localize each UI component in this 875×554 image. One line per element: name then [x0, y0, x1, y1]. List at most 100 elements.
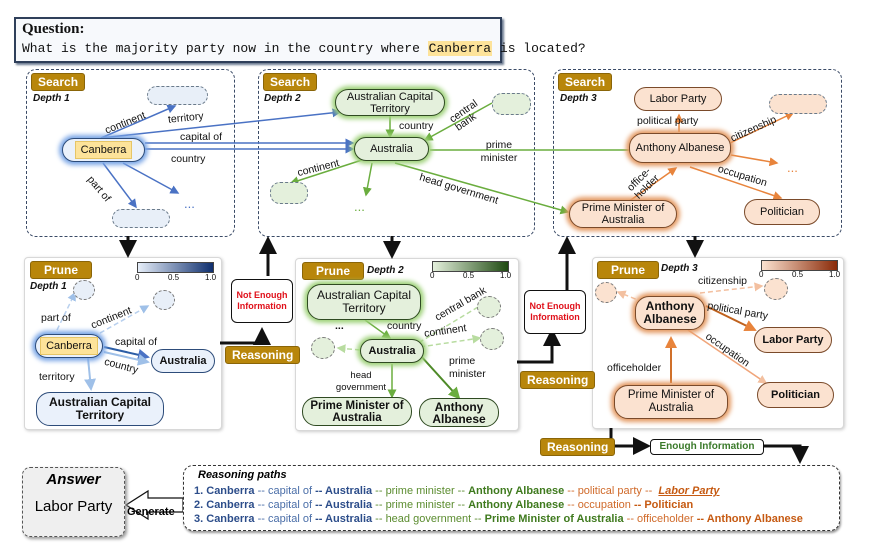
- path-number: 3.: [194, 513, 204, 525]
- scale-tick-mid: 0.5: [168, 273, 180, 282]
- question-title: Question:: [22, 21, 85, 37]
- depth-label-1: Depth 1: [33, 93, 70, 104]
- ghost-node: [769, 94, 827, 114]
- node-australia: Australia: [354, 137, 429, 161]
- ghost-node: [147, 86, 208, 105]
- path-relation: -- prime minister --: [372, 499, 469, 511]
- reasoning-tag-3: Reasoning: [540, 438, 616, 456]
- node-politician: Politician: [757, 382, 834, 408]
- rel-capital-of: capital of: [115, 336, 158, 348]
- reasoning-tag-2: Reasoning: [520, 371, 596, 389]
- canberra-label: Canberra: [74, 141, 133, 159]
- prune-tag-2: Prune: [302, 262, 364, 280]
- path-number: 1.: [194, 485, 204, 497]
- reasoning-paths-title: Reasoning paths: [198, 469, 287, 481]
- path-relation: -- prime minister --: [372, 485, 469, 497]
- pruned-node: [311, 337, 335, 359]
- node-labor-party: Labor Party: [634, 87, 722, 111]
- path-relation: -- head government --: [372, 513, 485, 525]
- node-canberra: Canberra: [62, 138, 145, 162]
- node-canberra: Canberra: [35, 334, 103, 358]
- path-entity: -- Anthony Albanese: [696, 513, 803, 525]
- node-pm-australia: Prime Minister of Australia: [569, 200, 677, 228]
- scale-tick-min: 0: [430, 271, 435, 280]
- pruned-node: [477, 296, 501, 318]
- answer-box: Answer Labor Party: [22, 467, 125, 537]
- not-enough-info-1: Not Enough Information: [231, 279, 293, 323]
- question-box: Question: What is the majority party now…: [14, 17, 586, 63]
- color-scale-blue: [137, 262, 214, 273]
- search-panel-depth1: [26, 69, 235, 237]
- node-albanese: Anthony Albanese: [419, 398, 499, 427]
- depth-label-3: Depth 3: [661, 263, 698, 274]
- depth-label-2: Depth 2: [264, 93, 301, 104]
- ellipsis: ...: [335, 320, 344, 332]
- ghost-node: [492, 93, 531, 115]
- rel-territory: territory: [39, 371, 75, 383]
- reasoning-tag-1: Reasoning: [225, 346, 301, 364]
- scale-tick-mid: 0.5: [463, 271, 475, 280]
- ghost-node: [270, 182, 308, 204]
- node-act: Australian Capital Territory: [335, 89, 445, 116]
- path-answer-entity: Labor Party: [658, 485, 720, 497]
- rel-country: country: [387, 320, 422, 332]
- pruned-node: [153, 290, 175, 310]
- answer-title: Answer: [46, 471, 101, 488]
- enough-info: Enough Information: [650, 439, 764, 455]
- path-entity: -- Politician: [633, 499, 694, 511]
- scale-tick-max: 1.0: [205, 273, 217, 282]
- path-number: 2.: [194, 499, 204, 511]
- path-entity: Prime Minister of Australia: [484, 513, 624, 525]
- question-prefix: What is the majority party now in the co…: [22, 41, 428, 56]
- path-entity: Canberra: [206, 485, 255, 497]
- generate-arrow: [124, 489, 184, 521]
- rel-officeholder: officeholder: [607, 362, 662, 374]
- search-tag-1: Search: [31, 73, 86, 91]
- generate-label: Generate: [127, 506, 175, 518]
- node-albanese: Anthony Albanese: [635, 296, 705, 330]
- path-entity: -- Australia: [315, 485, 373, 497]
- path-relation: -- officeholder: [623, 513, 697, 525]
- node-politician: Politician: [744, 199, 820, 225]
- path-entity: -- Australia: [315, 513, 373, 525]
- pruned-node: [764, 278, 788, 300]
- path-relation: -- capital of: [254, 485, 316, 497]
- ellipsis: ...: [184, 196, 195, 211]
- prune-tag-3: Prune: [597, 261, 659, 279]
- depth-label-3: Depth 3: [560, 93, 597, 104]
- prune-tag-1: Prune: [30, 261, 92, 279]
- node-act: Australian Capital Territory: [307, 284, 421, 320]
- answer-value: Labor Party: [34, 498, 113, 515]
- ghost-node: [112, 209, 170, 228]
- scale-tick-min: 0: [135, 273, 140, 282]
- path-relation: -- capital of: [254, 513, 316, 525]
- path-entity: Anthony Albanese: [468, 499, 565, 511]
- rel-capital-of: capital of: [180, 131, 223, 143]
- path-relation: -- political party --: [564, 485, 659, 497]
- rel-prime-minister: prime minister: [449, 355, 486, 380]
- rel-part-of: part of: [41, 312, 71, 324]
- rel-country: country: [399, 120, 434, 132]
- color-scale-orange: [761, 260, 838, 271]
- search-tag-3: Search: [558, 73, 613, 91]
- path-entity: Canberra: [206, 499, 255, 511]
- search1-edges: [100, 104, 355, 209]
- node-australia: Australia: [360, 339, 424, 363]
- pruned-node: [480, 328, 504, 350]
- node-pm-australia: Prime Minister of Australia: [302, 397, 412, 426]
- reasoning-path-3: 3. Canberra -- capital of -- Australia -…: [194, 513, 803, 525]
- reasoning-path-2: 2. Canberra -- capital of -- Australia -…: [194, 499, 693, 511]
- ellipsis: ...: [354, 199, 365, 214]
- search-panel-depth2: [258, 69, 535, 237]
- depth-label-1: Depth 1: [30, 281, 67, 292]
- search-tag-2: Search: [263, 73, 318, 91]
- path-entity: Anthony Albanese: [468, 485, 565, 497]
- node-australia: Australia: [151, 349, 215, 373]
- reasoning-path-1: 1. Canberra -- capital of -- Australia -…: [194, 485, 720, 497]
- reasoning-paths-box: Reasoning paths 1. Canberra -- capital o…: [183, 465, 840, 531]
- pruned-node: [595, 282, 617, 303]
- scale-tick-max: 1.0: [500, 271, 512, 280]
- search2-edges: [289, 102, 642, 215]
- rel-citizenship: citizenship: [698, 275, 748, 287]
